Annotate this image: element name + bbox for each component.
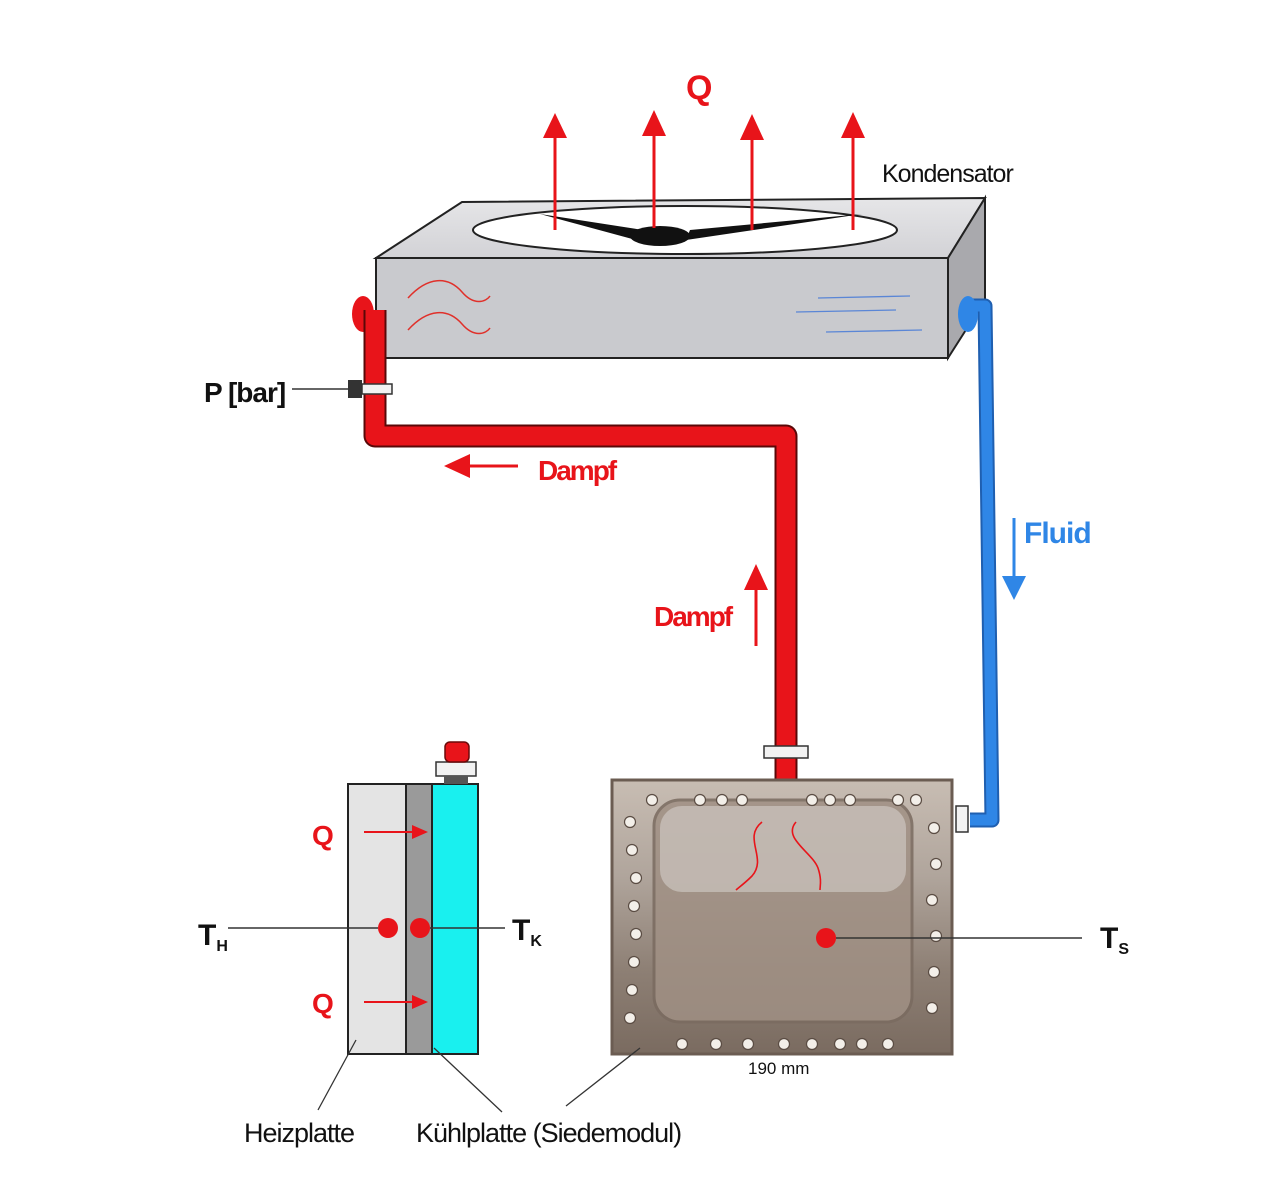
heat-wave-2 [407, 311, 491, 335]
condenser [372, 194, 987, 362]
temp-sensor-cooler [410, 918, 430, 938]
module-bolt [645, 793, 659, 807]
boiling-trace-2 [791, 821, 822, 891]
cooler-plate [431, 783, 479, 1055]
module-bolt [741, 1037, 755, 1051]
module-bolt [777, 1037, 791, 1051]
temp-heater-label: TH [198, 919, 228, 955]
vapor-connector [763, 745, 809, 759]
fan-hub [630, 226, 690, 246]
cooler-connector-base [444, 776, 468, 784]
cooler-connector-ring [435, 761, 477, 777]
module-bolt [627, 899, 641, 913]
module-bolt [855, 1037, 869, 1051]
vapor-label-vertical: Dampf [654, 601, 734, 632]
heat-output-arrows [543, 110, 865, 230]
heater-plate [347, 783, 407, 1055]
boiling-trace-1 [735, 821, 763, 891]
vapor-label-horizontal: Dampf [538, 455, 618, 486]
heat-input-label-upper: Q [312, 820, 334, 851]
cooler-connector-cap [444, 741, 470, 763]
module-bolt [709, 1037, 723, 1051]
heat-wave-1 [407, 279, 491, 303]
fan-blade-right [686, 214, 862, 240]
cooling-plate-label: Kühlplatte (Siedemodul) [416, 1118, 681, 1148]
fluid-arrow [1002, 518, 1026, 600]
module-vapor-region [660, 806, 906, 892]
module-bolt [925, 893, 939, 907]
heat-arrow-3 [740, 114, 764, 140]
module-bolt [627, 955, 641, 969]
boiling-module [610, 778, 1082, 1056]
fan-blade-left [540, 214, 656, 240]
heat-arrow-4 [841, 112, 865, 138]
module-bolt [891, 793, 905, 807]
module-bolt [715, 793, 729, 807]
module-bolt [909, 793, 923, 807]
module-callout-line [565, 1047, 641, 1107]
fluid-pipe [955, 296, 1000, 833]
temp-module-label: TS [1100, 922, 1129, 958]
module-bolt [623, 1011, 637, 1025]
heat-arrow-2 [642, 110, 666, 136]
module-bolt [833, 1037, 847, 1051]
cool-line-1 [817, 295, 911, 299]
module-bolt [805, 1037, 819, 1051]
fan-opening [472, 205, 898, 255]
module-bolt [629, 927, 643, 941]
module-bolt [823, 793, 837, 807]
module-bolt [629, 871, 643, 885]
module-bolt [735, 793, 749, 807]
condenser-label: Kondensator [882, 160, 1013, 188]
pressure-label: P [bar] [204, 377, 285, 408]
temp-cooler-label: TK [512, 914, 542, 950]
cool-line-3 [825, 329, 923, 333]
pressure-sensor-body [348, 380, 362, 398]
module-bolt [927, 821, 941, 835]
temp-sensor-heater [378, 918, 398, 938]
heater-plate-label: Heizplatte [244, 1118, 354, 1148]
module-bolt [843, 793, 857, 807]
heat-arrow-1 [543, 113, 567, 138]
fluid-label: Fluid [1024, 517, 1091, 550]
vapor-arrow-vertical [744, 564, 768, 646]
module-bolts [623, 793, 943, 1051]
module-bolt [675, 1037, 689, 1051]
module-bolt [625, 983, 639, 997]
module-bolt [693, 793, 707, 807]
plate-assembly [228, 741, 641, 1113]
module-bolt [805, 793, 819, 807]
module-bolt [623, 815, 637, 829]
heater-callout-line [317, 1039, 357, 1111]
temp-sensor-module [816, 928, 836, 948]
heat-input-label-lower: Q [312, 988, 334, 1019]
fluid-connector [955, 805, 969, 833]
dimension-label: 190 mm [748, 1059, 809, 1078]
cooler-callout-line [433, 1047, 503, 1113]
heat-output-label: Q [686, 69, 712, 107]
module-bolt [929, 929, 943, 943]
vapor-pipe [292, 296, 809, 780]
module-bolt [927, 965, 941, 979]
module-bolt [881, 1037, 895, 1051]
vapor-arrow-horizontal [444, 454, 518, 478]
module-bolt [929, 857, 943, 871]
cool-line-2 [795, 309, 897, 313]
fluid-outlet-cap [958, 296, 978, 332]
module-bolt [625, 843, 639, 857]
condenser-front-face [375, 257, 949, 359]
pressure-sensor-ring [361, 383, 393, 395]
module-bolt [925, 1001, 939, 1015]
